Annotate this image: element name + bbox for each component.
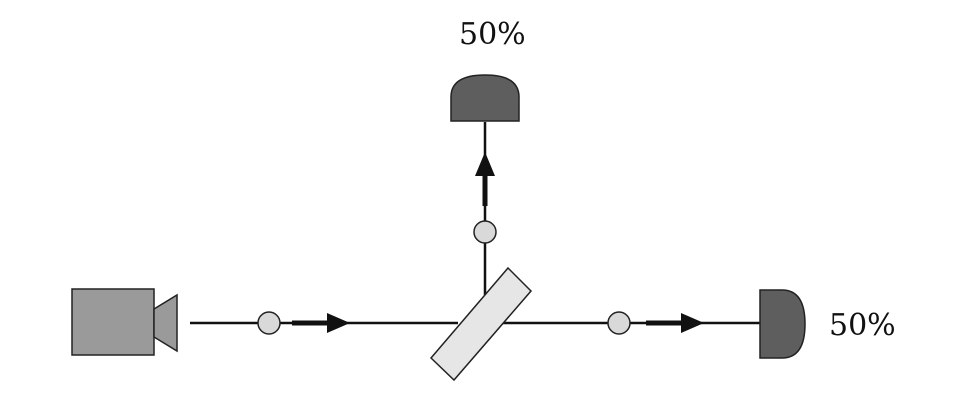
photon-input: [257, 311, 281, 335]
light-source: [71, 288, 178, 356]
detector-top-probability-label: 50%: [459, 17, 526, 52]
source-nozzle: [153, 293, 178, 353]
arrow-transmitted: [646, 313, 704, 333]
arrow-input: [292, 313, 350, 333]
source-body: [71, 288, 155, 356]
detector-top: [450, 74, 520, 122]
photon-reflected: [473, 220, 497, 244]
arrow-reflected: [475, 152, 495, 206]
photon-transmitted: [607, 311, 631, 335]
beam-splitter: [429, 266, 533, 382]
detector-right: [759, 289, 806, 359]
detector-right-probability-label: 50%: [829, 308, 896, 343]
